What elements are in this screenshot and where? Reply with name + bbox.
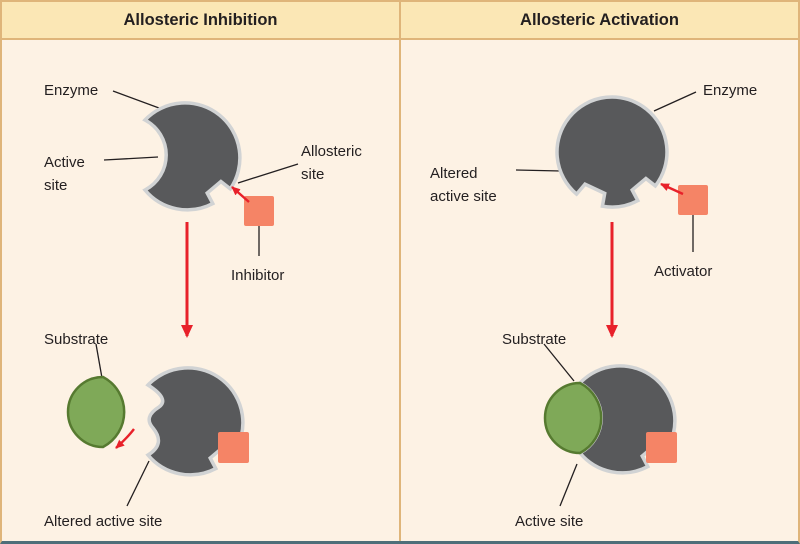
enzyme-shape-inhibition-top: [143, 101, 242, 212]
substrate-label-right: Substrate: [502, 331, 567, 348]
activator-square: [678, 185, 708, 215]
panel-divider: [399, 40, 401, 541]
header-row: Allosteric Inhibition Allosteric Activat…: [2, 2, 798, 40]
activator-square-bound: [646, 432, 677, 463]
inhibitor-binding-arrow: [231, 186, 250, 203]
activator-binding-arrow: [660, 182, 684, 196]
substrate-label: Substrate: [44, 331, 109, 348]
blocked-binding-arrow: [115, 428, 135, 449]
inhibitor-square-bound: [218, 432, 249, 463]
enzyme-pointer-line: [112, 90, 160, 109]
activator-label: Activator: [654, 263, 713, 280]
active-site-label: Active site: [44, 154, 85, 195]
allosteric-site-label: Allosteric site: [301, 143, 362, 184]
substrate-pointer-line-right: [543, 343, 575, 382]
substrate-shape-inhibition: [66, 375, 126, 449]
substrate-shape-activation: [543, 381, 603, 455]
header-allosteric-activation: Allosteric Activation: [401, 2, 798, 40]
enzyme-shape-activation-top: [555, 95, 669, 209]
allosteric-site-pointer-line: [237, 163, 299, 184]
altered-active-site-pointer-line-right: [515, 169, 562, 172]
enzyme-label-right: Enzyme: [703, 82, 758, 99]
altered-active-site-label: Altered active site: [44, 513, 163, 530]
inhibitor-label: Inhibitor: [231, 267, 285, 284]
enzyme-label: Enzyme: [44, 82, 99, 99]
altered-active-site-label-right: Altered active site: [430, 165, 497, 206]
active-site-label-right: Active site: [515, 513, 584, 530]
active-site-pointer-line: [103, 156, 159, 161]
active-site-pointer-line-right: [559, 463, 578, 507]
substrate-pointer-line: [95, 343, 103, 379]
header-allosteric-inhibition: Allosteric Inhibition: [2, 2, 401, 40]
inhibitor-square: [244, 196, 274, 226]
altered-active-site-pointer-line: [126, 460, 150, 507]
enzyme-pointer-line-right: [653, 91, 697, 112]
